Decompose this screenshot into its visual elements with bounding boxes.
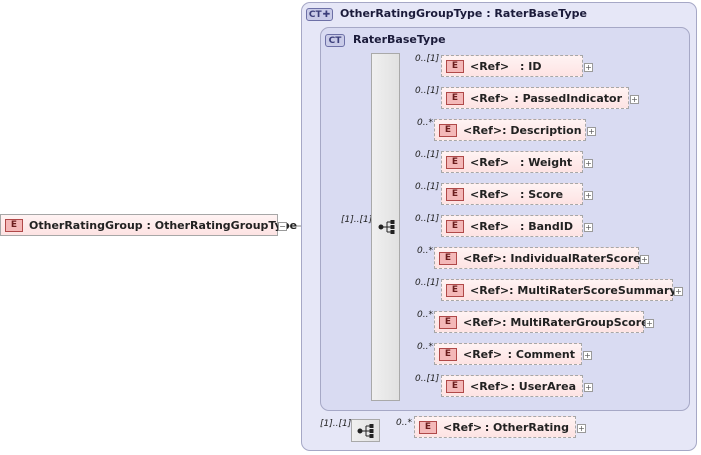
element-name: : MultiRaterGroupScore xyxy=(502,315,649,329)
element-name: : Comment xyxy=(507,347,575,361)
element-badge: E xyxy=(439,251,457,265)
child-cardinality: 0..[1] xyxy=(415,86,440,96)
child-cardinality: 0..[1] xyxy=(415,150,440,160)
root-element-label: OtherRatingGroup : OtherRatingGroupType xyxy=(29,218,298,232)
element-badge: E xyxy=(446,283,464,297)
element-name: : MultiRaterScoreSummary xyxy=(509,283,677,297)
collapse-button[interactable]: − xyxy=(278,222,287,231)
element-name: : Description xyxy=(502,123,582,137)
child-cardinality: 0..* xyxy=(417,118,433,128)
expand-button[interactable]: + xyxy=(674,287,683,296)
element-ref: <Ref> xyxy=(463,251,503,265)
child-element[interactable]: E <Ref> : ID xyxy=(441,55,583,77)
expand-button[interactable]: + xyxy=(584,223,593,232)
complex-type-badge: CT✚ xyxy=(306,8,333,21)
element-ref: <Ref> xyxy=(470,59,510,73)
element-name: : UserArea xyxy=(510,379,576,393)
element-badge: E xyxy=(446,91,464,105)
element-badge: E xyxy=(446,187,464,201)
expand-button[interactable]: + xyxy=(584,383,593,392)
child-cardinality: 0..* xyxy=(417,342,433,352)
child-element[interactable]: E <Ref> : Comment xyxy=(434,343,582,365)
child-cardinality: 0..[1] xyxy=(415,182,440,192)
child-element[interactable]: E <Ref>: IndividualRaterScore xyxy=(434,247,641,269)
expand-button[interactable]: + xyxy=(645,319,654,328)
base-type-title: RaterBaseType xyxy=(353,33,446,46)
element-badge: E xyxy=(446,59,464,73)
child-cardinality: 0..[1] xyxy=(415,214,440,224)
element-ref: <Ref> xyxy=(470,379,510,393)
element-ref: <Ref> xyxy=(463,123,503,137)
expand-button[interactable]: + xyxy=(587,127,596,136)
extension-sequence-cardinality: [1]..[1] xyxy=(320,419,352,429)
element-badge: E xyxy=(5,218,23,232)
child-element[interactable]: E <Ref>: UserArea xyxy=(441,375,583,397)
element-ref: <Ref> xyxy=(470,283,510,297)
element-name: : PassedIndicator xyxy=(514,91,622,105)
root-element[interactable]: E OtherRatingGroup : OtherRatingGroupTyp… xyxy=(0,214,297,236)
expand-button[interactable]: + xyxy=(583,351,592,360)
expand-button[interactable]: + xyxy=(640,255,649,264)
element-ref: <Ref> xyxy=(470,187,510,201)
child-element[interactable]: E <Ref> : BandID xyxy=(441,215,583,237)
child-cardinality: 0..[1] xyxy=(415,54,440,64)
child-cardinality: 0..[1] xyxy=(415,374,440,384)
element-ref: <Ref> xyxy=(470,91,510,105)
expand-button[interactable]: + xyxy=(584,159,593,168)
sequence-icon xyxy=(357,424,374,438)
child-cardinality: 0..* xyxy=(417,310,433,320)
child-cardinality: 0..* xyxy=(417,246,433,256)
child-element[interactable]: E <Ref>: MultiRaterScoreSummary xyxy=(441,279,677,301)
element-ref: <Ref> xyxy=(443,420,483,434)
element-badge: E xyxy=(439,315,457,329)
child-element[interactable]: E <Ref> : Weight xyxy=(441,151,583,173)
child-cardinality: 0..[1] xyxy=(415,278,440,288)
element-badge: E xyxy=(419,420,437,434)
element-name: : ID xyxy=(520,59,542,73)
element-badge: E xyxy=(446,379,464,393)
element-name: : Score xyxy=(520,187,564,201)
child-element[interactable]: E <Ref>: Description xyxy=(434,119,586,141)
expand-button[interactable]: + xyxy=(577,424,586,433)
complex-type-title: OtherRatingGroupType : RaterBaseType xyxy=(340,7,587,20)
element-name: : BandID xyxy=(520,219,573,233)
element-name: : OtherRating xyxy=(484,420,569,434)
extension-icon: ✚ xyxy=(322,9,331,20)
expand-button[interactable]: + xyxy=(584,63,593,72)
element-name: : IndividualRaterScore xyxy=(502,251,641,265)
expand-button[interactable]: + xyxy=(584,191,593,200)
element-badge: E xyxy=(446,219,464,233)
extension-sequence-compositor[interactable] xyxy=(351,419,380,442)
element-badge: E xyxy=(446,155,464,169)
element-ref: <Ref> xyxy=(470,155,510,169)
element-badge: E xyxy=(439,347,457,361)
sequence-cardinality: [1]..[1] xyxy=(341,215,373,225)
extension-element[interactable]: E <Ref> : OtherRating xyxy=(414,416,576,438)
element-ref: <Ref> xyxy=(463,347,503,361)
element-name: : Weight xyxy=(520,155,573,169)
child-element[interactable]: E <Ref> : Score xyxy=(441,183,583,205)
extension-element-cardinality: 0..* xyxy=(396,418,412,428)
expand-button[interactable]: + xyxy=(630,95,639,104)
element-ref: <Ref> xyxy=(470,219,510,233)
child-element[interactable]: E <Ref> : PassedIndicator xyxy=(441,87,629,109)
element-ref: <Ref> xyxy=(463,315,503,329)
base-type-badge: CT xyxy=(325,34,345,47)
sequence-compositor[interactable] xyxy=(371,53,400,401)
sequence-icon xyxy=(378,220,395,234)
child-element[interactable]: E <Ref>: MultiRaterGroupScore xyxy=(434,311,649,333)
element-badge: E xyxy=(439,123,457,137)
